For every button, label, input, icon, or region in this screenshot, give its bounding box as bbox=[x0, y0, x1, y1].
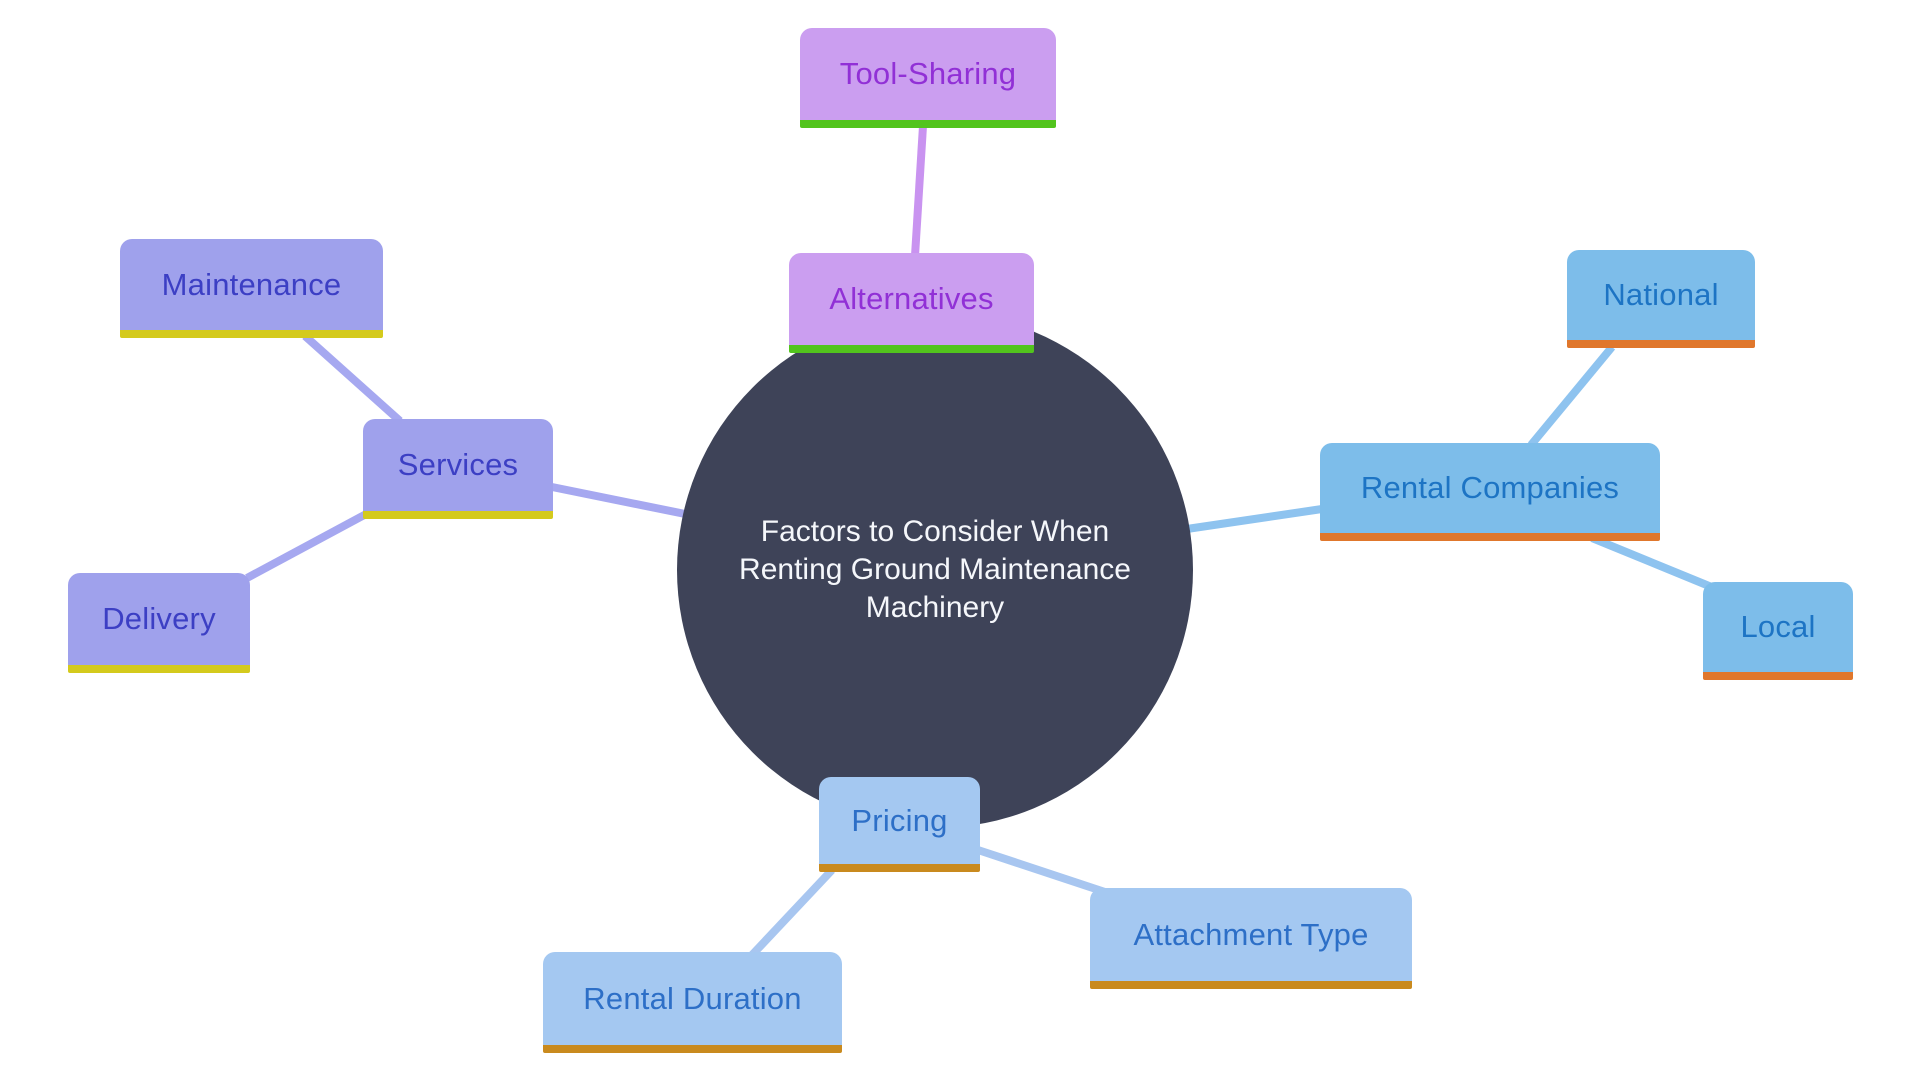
central-topic-title: Factors to Consider When Renting Ground … bbox=[739, 515, 1131, 624]
node-local: Local bbox=[1703, 582, 1853, 680]
node-rental-duration: Rental Duration bbox=[543, 952, 842, 1053]
node-attachment-type-label: Attachment Type bbox=[1133, 916, 1369, 952]
node-maintenance: Maintenance bbox=[120, 239, 383, 338]
edge-pricing-rental-duration bbox=[749, 867, 835, 958]
node-pricing: Pricing bbox=[819, 777, 980, 872]
edge-services-maintenance bbox=[302, 333, 403, 424]
edge-alternatives-tool-sharing bbox=[911, 125, 927, 257]
node-delivery: Delivery bbox=[68, 573, 250, 673]
node-pricing-label: Pricing bbox=[851, 802, 948, 838]
node-rental-companies: Rental Companies bbox=[1320, 443, 1660, 541]
edge-center-services bbox=[551, 483, 701, 521]
edge-rental-companies-local bbox=[1590, 534, 1716, 592]
node-tool-sharing: Tool-Sharing bbox=[800, 28, 1056, 128]
node-rental-companies-label: Rental Companies bbox=[1360, 470, 1620, 505]
node-tool-sharing-label: Tool-Sharing bbox=[839, 56, 1017, 91]
node-services: Services bbox=[363, 419, 553, 519]
node-rental-duration-label: Rental Duration bbox=[583, 980, 802, 1016]
edge-rental-companies-national bbox=[1527, 344, 1616, 448]
node-national-label: National bbox=[1603, 277, 1719, 312]
node-alternatives: Alternatives bbox=[789, 253, 1034, 353]
edge-center-rental-companies bbox=[1179, 505, 1323, 534]
node-local-label: Local bbox=[1740, 609, 1816, 644]
node-delivery-label: Delivery bbox=[102, 601, 216, 636]
node-services-label: Services bbox=[397, 447, 519, 482]
central-topic-circle bbox=[677, 312, 1193, 828]
node-maintenance-label: Maintenance bbox=[161, 266, 342, 302]
node-alternatives-label: Alternatives bbox=[829, 281, 994, 316]
edge-pricing-attachment-type bbox=[976, 846, 1110, 897]
edge-services-delivery bbox=[245, 509, 370, 582]
node-attachment-type: Attachment Type bbox=[1090, 888, 1412, 989]
node-national: National bbox=[1567, 250, 1755, 348]
